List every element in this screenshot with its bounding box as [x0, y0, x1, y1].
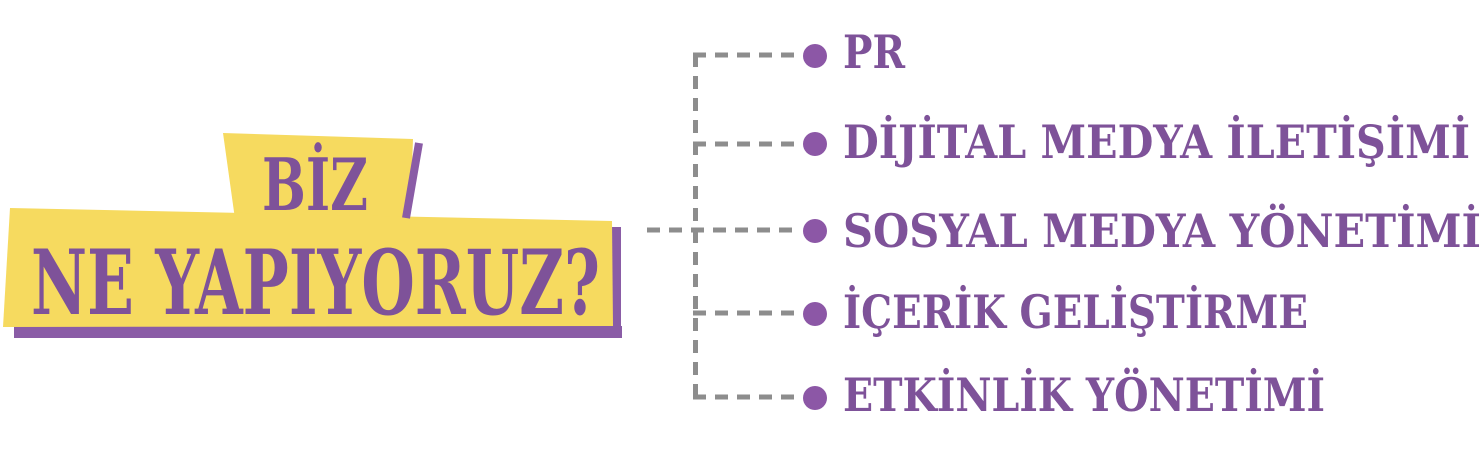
title-line2: NE YAPIYORUZ? — [31, 230, 600, 336]
bullet-dot-3 — [803, 219, 827, 243]
bullet-dots — [803, 44, 827, 410]
item-label-pr: PR — [843, 25, 906, 79]
slash-divider — [402, 142, 423, 219]
connector-tree — [647, 52, 801, 400]
bullet-dot-2 — [803, 132, 827, 156]
biz-banner-shape — [223, 133, 413, 219]
title-banner-group: BİZ NE YAPIYORUZ? — [3, 133, 622, 338]
item-label-icerik-gelistirme: İÇERİK GELİŞTİRME — [843, 284, 1308, 339]
item-label-dijital-medya-iletisimi: DİJİTAL MEDYA İLETİŞİMİ — [843, 114, 1470, 169]
banner-shadow-right — [612, 227, 621, 337]
bullet-dot-4 — [803, 302, 827, 326]
banner-shadow-bottom — [14, 326, 622, 338]
title-banner-shape — [3, 208, 613, 327]
item-labels: PR DİJİTAL MEDYA İLETİŞİMİ SOSYAL MEDYA … — [843, 25, 1481, 422]
item-label-sosyal-medya-yonetimi: SOSYAL MEDYA YÖNETİMİ — [843, 203, 1481, 258]
title-line1: BİZ — [262, 141, 368, 227]
bullet-dot-5 — [803, 386, 827, 410]
item-label-etkinlik-yonetimi: ETKİNLİK YÖNETİMİ — [843, 367, 1325, 422]
bullet-dot-1 — [803, 44, 827, 68]
